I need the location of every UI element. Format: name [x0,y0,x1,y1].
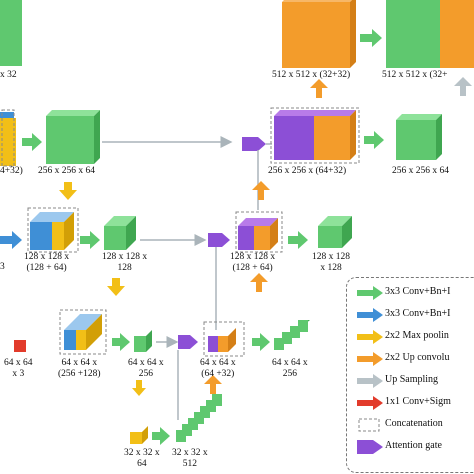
label-r5-b: 32 x 32 x 512 [172,448,208,469]
r3-arrow-in [0,231,22,249]
orange-arrow-icon [357,352,383,366]
legend-label: 2x2 Up convolu [385,352,450,363]
r2-down-yellow [59,182,77,200]
blue-arrow-icon [357,308,383,322]
r4-concat-block-b [203,321,245,357]
label-r3-d: 128 x 128 x 128 [312,252,350,273]
label-r3-c: 128 x 128 x (128 + 64) [230,252,276,273]
label-r4-e: 64 x 64 x 256 [272,358,308,379]
r3-arrow-1 [80,231,100,249]
label-r5-a: 32 x 32 x 64 [124,448,160,469]
top-orange-block [282,0,356,68]
r2-up-orange [310,79,328,98]
legend-item-concat [357,416,383,434]
attention-gate-icon [357,440,383,454]
legend-item-attention [357,438,383,456]
label-r3-a: 128 x 128 x (128 + 64) [24,252,70,273]
top-arrow-green [360,29,382,47]
legend-label: Attention gate [385,440,442,451]
label-r2-a: 256 x 256 x 64 [38,166,95,176]
r3-up-orange-b [250,273,268,292]
label-top-mid: 512 x 512 x (32+32) [272,70,351,80]
label-r4-d: 64 x 64 x (64 +32) [200,358,236,379]
r4-green-stack [274,320,310,350]
label-top-left: x 32 [0,70,17,80]
r3-green-block-b [318,216,352,248]
legend-label: 1x1 Conv+Sigm [385,396,451,407]
r4-concat-block [59,309,107,355]
r5-green-stack [176,394,222,442]
label-r2-left: 4+32) [0,166,23,176]
green-arrow-icon [357,286,383,300]
legend-item-upconv [357,350,383,368]
r4-green-block-a [134,330,152,352]
legend-item-sigmoid [357,394,383,412]
legend-item-conv-green [357,284,383,302]
dashed-box-icon [358,418,380,432]
r2-attention-gate [242,137,266,151]
r2-arrow-1 [22,133,42,151]
top-left-block [0,0,22,66]
output-red-block [14,340,26,352]
label-r4-b: 64 x 64 x (256 +128) [58,358,101,379]
legend-item-maxpool [357,328,383,346]
r3-attention-gate [208,233,230,247]
label-r3-left: 3 [0,262,5,272]
r2-green-block-a [46,110,100,164]
red-arrow-icon [357,396,383,410]
legend-label: 3x3 Conv+Bn+I [385,308,451,319]
r5-arrow [152,427,170,445]
legend-label: Up Sampling [385,374,439,385]
gray-arrow-icon [357,374,383,388]
label-r2-b: 256 x 256 x (64+32) [268,166,347,176]
r4-down-yellow [132,380,146,396]
r3-down-yellow [107,278,125,296]
r3-concat-block [27,207,79,253]
legend-label: Concatenation [385,418,443,429]
r4-arrow-2 [252,333,270,351]
legend-label: 3x3 Conv+Bn+I [385,286,451,297]
r2-concat-block [270,107,360,164]
r4-attention-gate [178,335,198,349]
legend-label: 2x2 Max poolin [385,330,449,341]
r2-left-block [0,109,16,167]
top-gray-up-arrow [454,77,472,96]
r4-arrow-1 [112,333,130,351]
label-r4-a: 64 x 64 x 3 [4,358,33,379]
r3-up-orange [252,181,270,200]
label-r2-c: 256 x 256 x 64 [392,166,449,176]
top-right-concat-block [386,0,474,68]
legend: 3x3 Conv+Bn+I 3x3 Conv+Bn+I 2x2 Max pool… [346,277,474,473]
legend-item-conv-blue [357,306,383,324]
r3-concat-block-b [235,211,283,253]
label-top-right: 512 x 512 x (32+ [382,70,448,80]
r3-green-block-a [104,216,136,250]
legend-item-upsampling [357,372,383,390]
label-r3-b: 128 x 128 x 128 [102,252,148,273]
yellow-arrow-icon [357,330,383,344]
r4-up-orange [204,375,222,394]
label-r4-c: 64 x 64 x 256 [128,358,164,379]
r2-arrow-2 [364,131,384,149]
r5-yellow-block [130,426,148,444]
r2-green-block-b [396,114,442,160]
r3-arrow-2 [288,231,308,249]
